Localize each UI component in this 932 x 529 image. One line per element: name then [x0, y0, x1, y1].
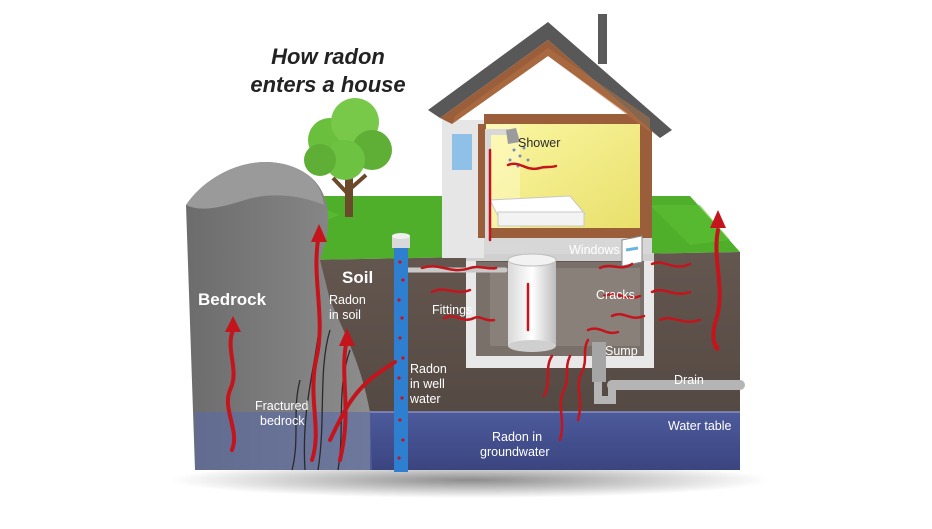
label-drain: Drain — [674, 373, 704, 387]
label-fittings: Fittings — [432, 303, 472, 317]
label-groundwater-1: Radon in — [492, 430, 542, 444]
radon-arrow — [650, 261, 692, 268]
radon-arrow — [586, 327, 620, 335]
basement-window — [621, 235, 643, 267]
water-heater-tank — [507, 253, 557, 352]
label-water-table: Water table — [668, 419, 732, 433]
radon-arrowhead — [710, 210, 726, 228]
radon-arrow — [598, 262, 634, 270]
title-block: How radon enters a house — [250, 44, 405, 97]
house — [428, 14, 672, 258]
radon-arrow — [658, 317, 702, 323]
radon-arrow — [225, 328, 237, 452]
radon-arrow — [338, 342, 348, 462]
label-fractured-2: bedrock — [260, 414, 305, 428]
shower-head — [506, 128, 520, 144]
radon-arrows — [225, 148, 726, 462]
well — [392, 233, 410, 472]
label-groundwater-2: groundwater — [480, 445, 550, 459]
radon-arrow — [558, 354, 572, 442]
radon-arrow — [430, 288, 472, 294]
label-shower: Shower — [518, 136, 560, 150]
drain-pipe — [592, 342, 745, 404]
radon-arrow — [328, 360, 397, 442]
radon-arrow — [420, 265, 498, 272]
label-windows: Windows — [569, 243, 620, 257]
label-soil: Soil — [342, 268, 373, 287]
radon-arrow — [576, 338, 590, 422]
radon-arrow — [711, 228, 722, 351]
radon-arrow — [310, 238, 322, 462]
side-window — [452, 134, 472, 170]
radon-arrow — [506, 162, 558, 171]
radon-arrowhead — [225, 316, 241, 332]
label-bedrock: Bedrock — [198, 290, 267, 309]
radon-arrow — [602, 293, 642, 299]
radon-arrowhead — [339, 328, 355, 346]
label-cracks: Cracks — [596, 288, 635, 302]
radon-arrowhead — [311, 224, 327, 242]
tree — [304, 98, 392, 217]
label-radon-well-1: Radon — [410, 362, 447, 376]
label-radon-soil-1: Radon — [329, 293, 366, 307]
label-sump: Sump — [605, 344, 638, 358]
radon-arrow — [650, 289, 692, 295]
radon-arrow — [610, 313, 646, 319]
block-shadow — [170, 462, 770, 498]
radon-arrow — [442, 315, 496, 322]
label-radon-well-3: water — [409, 392, 441, 406]
label-fractured-1: Fractured — [255, 399, 309, 413]
title-line-2: enters a house — [250, 72, 405, 97]
title-line-1: How radon — [271, 44, 385, 69]
label-radon-well-2: in well — [410, 377, 445, 391]
radon-arrow — [542, 354, 554, 398]
chimney — [598, 14, 607, 64]
label-radon-soil-2: in soil — [329, 308, 361, 322]
